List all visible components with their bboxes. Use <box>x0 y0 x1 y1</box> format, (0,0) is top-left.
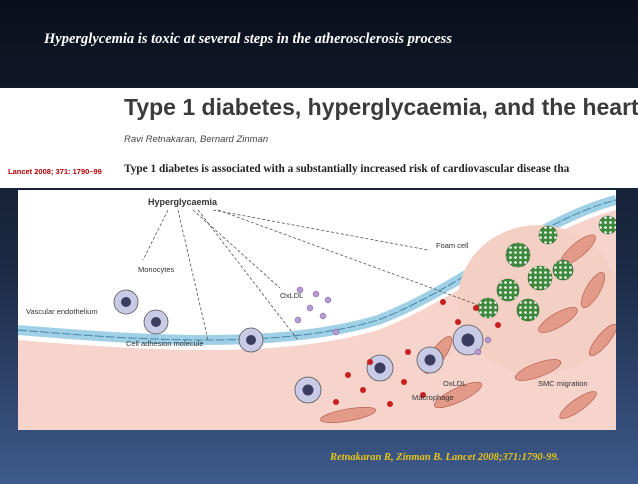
paper-header: Type 1 diabetes, hyperglycaemia, and the… <box>0 88 638 188</box>
label-macrophage: Macrophage <box>412 393 454 402</box>
label-oxldl-bottom: OxLDL <box>443 379 466 388</box>
slide-reference: Retnakaran R, Zinman B. Lancet 2008;371:… <box>330 452 560 463</box>
vessel-intima <box>18 210 616 430</box>
atherosclerosis-figure: Hyperglycaemia Monocytes Vascular endoth… <box>18 190 616 430</box>
paper-lead-text: Type 1 diabetes is associated with a sub… <box>124 163 570 175</box>
label-cell-adhesion-molecule: Cell adhesion molecule <box>126 339 204 348</box>
oxldl-particles <box>294 286 492 356</box>
paper-citation: Lancet 2008; 371: 1790–99 <box>8 167 102 176</box>
label-vascular-endothelium: Vascular endothelium <box>26 307 98 316</box>
ldl-particles <box>333 299 501 407</box>
vessel-lumen <box>18 190 616 340</box>
paper-title: Type 1 diabetes, hyperglycaemia, and the… <box>124 94 638 120</box>
label-monocytes: Monocytes <box>138 265 175 274</box>
slide-title: Hyperglycemia is toxic at several steps … <box>44 31 452 47</box>
paper-authors: Ravi Retnakaran, Bernard Zinman <box>124 134 269 145</box>
label-smc-migration: SMC migration <box>538 379 588 388</box>
label-hyperglycaemia: Hyperglycaemia <box>148 197 218 207</box>
atherosclerosis-illustration: Hyperglycaemia Monocytes Vascular endoth… <box>18 190 616 430</box>
label-oxldl-top: OxLDL <box>280 291 303 300</box>
label-foam-cell: Foam cell <box>436 241 469 250</box>
hyperglycaemia-arrows <box>142 209 479 341</box>
plaque-region <box>320 215 616 424</box>
